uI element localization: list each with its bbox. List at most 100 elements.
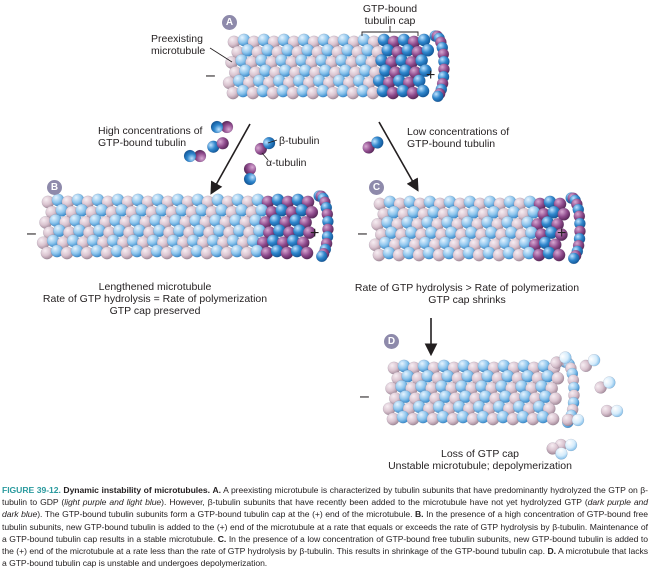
cap-subunit [302, 226, 316, 240]
arrow-to-C [378, 121, 419, 192]
caption-panel-c: Rate of GTP hydrolysis > Rate of polymer… [352, 282, 582, 306]
label-low-concentration: Low concentrations of GTP-bound tubulin [407, 126, 509, 150]
label-low-line1: Low concentrations of [407, 126, 510, 138]
label-high-concentration: High concentrations of GTP-bound tubulin [98, 125, 202, 149]
free-dimer [362, 136, 384, 154]
subunit [551, 371, 565, 385]
cap-subunit [418, 64, 432, 78]
caption-d-line1: Loss of GTP cap [440, 448, 519, 460]
arrow-to-B [210, 123, 251, 195]
caption-label-c: C. [217, 533, 227, 544]
caption-label-d: D. [547, 546, 556, 557]
beta-subunit [262, 136, 276, 150]
plus-end-b: + [310, 225, 320, 242]
beta-subunit [610, 404, 624, 418]
caption-d-text: A microtubule that lacks a GTP-bound tub… [2, 546, 649, 569]
caption-b-line3: GTP cap preserved [109, 305, 201, 317]
minus-end-d: – [360, 388, 369, 405]
cap-subunit [300, 246, 314, 260]
caption-b-text: In the presence of a high concentration … [2, 509, 648, 544]
microtubule-d [382, 356, 580, 429]
caption-a-text-2: ). However, β-tubulin subunits that have… [161, 497, 588, 508]
end-ring-subunit [567, 252, 580, 265]
end-ring-subunit [431, 90, 444, 103]
label-preexisting-line1: Preexisting [151, 33, 203, 45]
plus-end-a: + [426, 67, 436, 84]
beta-subunit [243, 172, 257, 186]
beta-subunit [183, 149, 197, 163]
caption-a-italic-2: dark purple and dark blue [2, 497, 649, 520]
cap-bracket [361, 26, 419, 36]
released-dimer [561, 413, 585, 427]
free-dimer [207, 137, 229, 153]
caption-c-line2: GTP cap shrinks [428, 294, 506, 306]
beta-subunit [210, 120, 224, 134]
caption-b-line1: Lengthened microtubule [98, 281, 212, 293]
label-low-line2: GTP-bound tubulin [407, 138, 496, 150]
free-dimer [183, 149, 207, 163]
label-high-line1: High concentrations of [98, 125, 203, 137]
caption-c-text: In the presence of a low concentration o… [2, 533, 648, 557]
released-dimer [579, 353, 601, 373]
label-high-line2: GTP-bound tubulin [98, 137, 187, 149]
cap-subunit [552, 248, 566, 262]
beta-subunit [571, 413, 585, 427]
microtubule-a [222, 30, 450, 103]
caption-label-b: B. [415, 509, 424, 520]
free-dimer [254, 136, 276, 156]
caption-a-italic-1: light purple and light blue [64, 497, 162, 508]
microtubule-c [368, 192, 586, 265]
caption-a-text-3: ). The GTP-bound tubulin subunits form a… [37, 509, 416, 520]
minus-end-a: – [206, 67, 215, 84]
label-preexisting-line2: microtubule [151, 45, 206, 57]
cap-subunit [555, 228, 568, 242]
leader-beta [267, 139, 278, 144]
released-dimer [600, 404, 624, 418]
subunit [549, 392, 562, 405]
plus-end-c: + [557, 225, 567, 242]
label-gtp-cap-line2: tubulin cap [364, 15, 416, 27]
figure-number: FIGURE 39-12. [2, 485, 61, 495]
beta-subunit [371, 136, 384, 149]
minus-end-c: – [358, 225, 367, 242]
released-dimer [546, 442, 568, 460]
figure-title: Dynamic instability of microtubules. [63, 485, 210, 495]
beta-subunit [559, 351, 572, 364]
beta-subunit [603, 376, 616, 389]
beta-subunit [587, 353, 601, 367]
microtubule-b [36, 190, 334, 263]
cap-subunit [421, 43, 435, 57]
cap-subunit [305, 205, 319, 219]
figure-caption: FIGURE 39-12. Dynamic instability of mic… [2, 484, 648, 569]
caption-a-text-1: A preexisting microtubule is characteriz… [2, 485, 648, 508]
cap-subunit [416, 84, 430, 98]
panel-badge-d: D [384, 334, 399, 349]
label-beta-tubulin: β-tubulin [279, 135, 320, 147]
caption-d-line2: Unstable microtubule; depolymerization [388, 460, 572, 472]
beta-subunit [216, 137, 229, 150]
leader-alpha [261, 152, 269, 161]
caption-panel-d: Loss of GTP cap Unstable microtubule; de… [370, 448, 590, 472]
panel-badge-c: C [369, 180, 384, 195]
caption-label-a: A. [212, 485, 222, 495]
cap-subunit [557, 207, 571, 221]
panel-badge-b: B [47, 180, 62, 195]
released-dimer [550, 351, 572, 369]
label-alpha-tubulin: α-tubulin [266, 157, 307, 169]
label-gtp-cap-line1: GTP-bound [362, 3, 418, 15]
caption-panel-b: Lengthened microtubule Rate of GTP hydro… [40, 281, 270, 317]
label-gtp-cap: GTP-bound tubulin cap [358, 3, 422, 27]
leader-preexisting [209, 47, 233, 63]
released-dimer [594, 376, 616, 394]
end-ring-subunit [315, 250, 328, 263]
caption-b-line2: Rate of GTP hydrolysis = Rate of polymer… [42, 293, 268, 305]
label-preexisting: Preexisting microtubule [151, 33, 205, 57]
beta-subunit [564, 438, 578, 452]
free-dimer [243, 162, 257, 186]
beta-subunit [555, 447, 568, 460]
free-dimer [210, 120, 234, 134]
subunit [546, 412, 560, 426]
minus-end-b: – [27, 225, 36, 242]
panel-badge-a: A [222, 15, 237, 30]
